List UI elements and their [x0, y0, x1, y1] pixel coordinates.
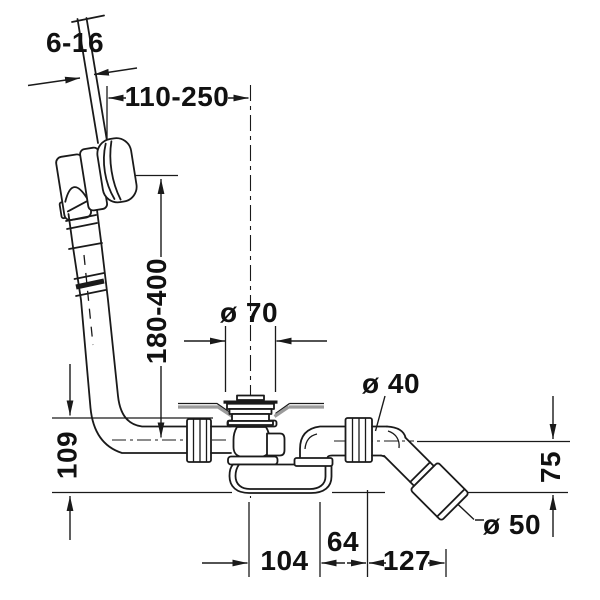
- hose-outer-edge: [67, 213, 188, 454]
- hose-inner-edge: [96, 209, 188, 428]
- outlet-socket-end-face: [436, 488, 466, 518]
- tub-floor: [178, 402, 324, 418]
- right-union-nut: [344, 417, 388, 463]
- label-width-outlet: 127: [383, 545, 431, 576]
- plug-seal-disc: [227, 420, 274, 426]
- riser-outer-edge: [299, 425, 347, 459]
- overflow-hose: [65, 209, 188, 454]
- plug-neck: [231, 413, 270, 422]
- overflow-fitting: [55, 137, 138, 221]
- trap-outer: [228, 463, 333, 494]
- tub-floor-surface: [178, 405, 324, 418]
- cable-rod: [71, 14, 108, 144]
- hose-clamp-outline: [73, 272, 107, 297]
- label-width-trap: 104: [260, 545, 308, 576]
- hose-clamp-band: [75, 278, 105, 290]
- riser-contour: [304, 433, 318, 450]
- plug-cap: [236, 394, 265, 401]
- label-outlet-diameter: ø 50: [483, 509, 541, 540]
- plug-top-bar: [223, 400, 278, 404]
- nut-facets-right: [351, 418, 367, 462]
- nut-body-left: [186, 418, 212, 463]
- outlet-socket: [410, 462, 469, 521]
- hose-coupling-upper: [65, 214, 98, 230]
- bend-contour: [387, 430, 400, 449]
- outlet-pipe-45: [383, 436, 469, 521]
- riser-elbow: [293, 425, 347, 467]
- drain-tee: [226, 419, 286, 466]
- waste-plug: [223, 394, 278, 426]
- riser-hub: [293, 457, 334, 467]
- leader-diameter-40: [374, 395, 386, 432]
- arrow-6-16-right: [93, 67, 138, 76]
- reference-lines: [52, 85, 570, 577]
- outlet-pipe-edges: [383, 436, 439, 491]
- dimension-labels: 6-16 110-250 180-400 ø 70 ø 40 109 75 ø …: [46, 27, 566, 576]
- label-horizontal-range: 110-250: [125, 81, 230, 112]
- left-union-nut: [186, 418, 232, 463]
- label-left-height: 109: [52, 431, 83, 479]
- dimension-arrows: [27, 67, 557, 567]
- fitting-elbow-throat: [64, 186, 88, 213]
- label-width-elbow: 64: [327, 526, 359, 557]
- nut-facets-left: [192, 419, 208, 462]
- label-right-height: 75: [535, 451, 566, 483]
- rotary-knob-contour: [103, 140, 122, 201]
- hose-sleeve-joint: [68, 242, 103, 250]
- label-flange-diameter: ø 70: [220, 297, 278, 328]
- bend-outer-curve: [386, 425, 407, 439]
- tub-floor-outline: [178, 402, 324, 415]
- arrow-6-16-left: [27, 76, 81, 87]
- label-panel-thickness: 6-16: [46, 27, 104, 58]
- label-vertical-range: 180-400: [141, 258, 172, 364]
- nut-outlet-stub-right: [371, 425, 388, 457]
- tee-body: [232, 426, 271, 458]
- trap-inner: [234, 463, 327, 490]
- hose-inner-wall: [83, 254, 94, 346]
- trap: [228, 463, 333, 494]
- overflow-cable: [71, 14, 108, 144]
- tee-side-port: [266, 432, 286, 457]
- label-pipe-diameter: ø 40: [362, 368, 420, 399]
- rotary-knob: [96, 137, 138, 204]
- tee-base-flare: [227, 455, 279, 466]
